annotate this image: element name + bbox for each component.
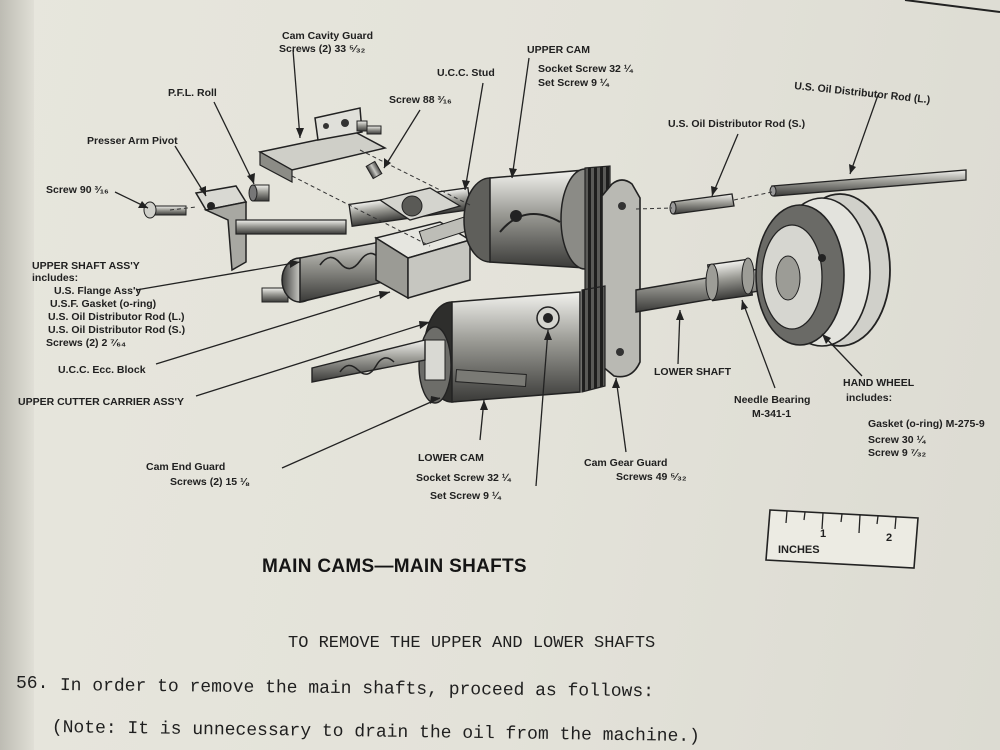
label-cam-cavity-guard: Cam Cavity Guard	[282, 30, 374, 42]
label-presser-arm-pivot: Presser Arm Pivot	[87, 135, 178, 147]
label-lower-cam-set: Set Screw 9 ¼	[430, 490, 501, 502]
label-cam-end-guard-screws: Screws (2) 15 ⅛	[170, 476, 249, 488]
label-us-oil-rod-s: U.S. Oil Distributor Rod (S.)	[668, 118, 806, 130]
assembly-dashed-lines	[169, 149, 773, 247]
label-hand-wheel: HAND WHEEL	[843, 377, 915, 389]
hand-wheel-part	[755, 193, 891, 347]
label-screw-9: Screw 9 ⁷⁄₃₂	[868, 447, 927, 459]
label-lower-shaft: LOWER SHAFT	[654, 366, 731, 378]
cam-gear-guard-part	[601, 179, 641, 378]
label-ucc-ecc-block: U.C.C. Ecc. Block	[58, 364, 146, 376]
label-usf-gasket: U.S.F. Gasket (o-ring)	[50, 298, 157, 310]
label-lower-cam-socket: Socket Screw 32 ¼	[416, 472, 511, 484]
label-us-flange: U.S. Flange Ass'y	[54, 285, 142, 297]
us-oil-rod-s-part	[669, 193, 735, 215]
label-us-oil-l: U.S. Oil Distributor Rod (L.)	[48, 311, 185, 323]
lower-shaft-left-part	[311, 339, 426, 383]
label-cam-end-guard: Cam End Guard	[146, 461, 226, 473]
label-upper-cam: UPPER CAM	[527, 44, 591, 56]
ruler-tick-2: 2	[886, 532, 893, 544]
label-upper-shaft-assy: UPPER SHAFT ASS'Y	[32, 260, 140, 272]
figure-title: MAIN CAMS—MAIN SHAFTS	[262, 556, 527, 577]
lower-cam-part	[418, 285, 606, 404]
leader-lines	[114, 49, 879, 487]
small-screws-part	[356, 120, 382, 135]
label-upper-shaft-includes: includes:	[32, 272, 79, 284]
section-heading: TO REMOVE THE UPPER AND LOWER SHAFTS	[288, 634, 656, 653]
label-screw-90: Screw 90 ³⁄₁₆	[46, 184, 109, 196]
label-hand-wheel-includes: includes:	[846, 392, 893, 404]
label-pfl-roll: P.F.L. Roll	[168, 87, 217, 99]
label-cam-cavity-guard-screws: Screws (2) 33 ⁵⁄₃₂	[279, 43, 366, 55]
ruler-tick-1: 1	[820, 528, 827, 540]
label-gasket-m275: Gasket (o-ring) M-275-9	[868, 418, 985, 430]
screw-88-part	[365, 160, 383, 180]
ruler-unit-label: INCHES	[778, 544, 820, 556]
label-needle-bearing-part: M-341-1	[752, 408, 792, 420]
label-upper-cutter-carrier: UPPER CUTTER CARRIER ASS'Y	[18, 396, 185, 408]
label-ucc-stud: U.C.C. Stud	[437, 67, 495, 79]
label-cam-gear-guard: Cam Gear Guard	[584, 457, 668, 469]
label-needle-bearing: Needle Bearing	[734, 394, 811, 406]
step-number: 56.	[16, 674, 49, 694]
label-upper-cam-socket-screw: Socket Screw 32 ¼	[538, 63, 633, 75]
presser-arm-pivot-part	[194, 185, 347, 272]
pfl-roll-part	[248, 184, 270, 202]
screw-90-part	[143, 201, 187, 219]
label-us-oil-s: U.S. Oil Distributor Rod (S.)	[48, 324, 186, 336]
upper-cam-part	[463, 165, 611, 291]
label-screw-30: Screw 30 ¼	[868, 434, 926, 446]
page-edge	[0, 0, 34, 750]
label-screw-88: Screw 88 ³⁄₁₆	[389, 94, 452, 106]
label-screws-2: Screws (2) 2 ⁷⁄₆₄	[46, 337, 127, 349]
label-upper-cam-set-screw: Set Screw 9 ¼	[538, 77, 609, 89]
inch-ruler	[765, 509, 919, 569]
label-lower-cam: LOWER CAM	[418, 452, 484, 464]
label-cam-gear-guard-screws: Screws 49 ⁵⁄₃₂	[616, 471, 687, 483]
cam-cavity-guard-part	[257, 107, 388, 183]
us-oil-rod-l-part	[769, 169, 967, 197]
corner-line	[904, 0, 1000, 13]
leader-arrowheads	[138, 128, 856, 410]
